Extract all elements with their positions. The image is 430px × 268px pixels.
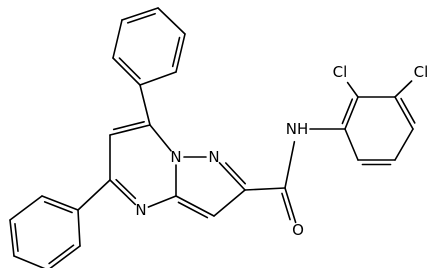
bond-pa3-pa4-inner bbox=[126, 12, 156, 24]
bond-c2-camide bbox=[244, 187, 286, 191]
bond-pb2-pb3 bbox=[9, 195, 43, 221]
bond-c7-pa1 bbox=[139, 84, 151, 126]
bond-c7-c6 bbox=[109, 124, 151, 136]
bond-c5-n4-inner bbox=[115, 178, 137, 200]
bond-pa3-pa4 bbox=[121, 7, 159, 21]
bond-pb6-pb1 bbox=[77, 209, 81, 247]
bond-camide-o bbox=[284, 187, 297, 224]
bond-pa1-pa2-inner bbox=[118, 57, 141, 80]
atom-label-n4: N bbox=[135, 201, 146, 219]
bond-da2-cl1 bbox=[346, 81, 359, 98]
bond-camide-nh bbox=[284, 140, 296, 189]
bond-pa4-pa5 bbox=[157, 7, 186, 35]
atom-label-cl2: Cl bbox=[414, 63, 429, 81]
atom-label-nh: NH bbox=[286, 120, 309, 138]
bond-da3-da4 bbox=[394, 96, 414, 130]
bond-pa1-pa2 bbox=[112, 57, 141, 86]
bond-pb5-pb6-inner bbox=[48, 244, 75, 265]
atom-label-n2: N bbox=[208, 148, 219, 166]
bond-pb3-pb4-inner bbox=[14, 223, 19, 252]
bond-c2-c3 bbox=[213, 189, 246, 217]
bond-da1-da2 bbox=[344, 96, 359, 130]
bond-pb5-pb6 bbox=[49, 245, 81, 268]
bond-pb1-pb2-inner bbox=[43, 201, 73, 214]
bond-c5-n4 bbox=[109, 179, 137, 206]
atom-label-o: O bbox=[292, 221, 304, 239]
bond-layer bbox=[9, 7, 416, 268]
bond-da1-da2-inner bbox=[341, 98, 354, 125]
bond-pa5-pa6 bbox=[175, 33, 186, 73]
bond-da4-da5 bbox=[394, 128, 414, 161]
bond-pa5-pa6-inner bbox=[171, 36, 181, 68]
bond-da6-da1 bbox=[344, 128, 359, 161]
bond-da3-da4-inner bbox=[400, 97, 416, 124]
bond-pa2-pa3 bbox=[112, 19, 123, 59]
bond-c5-pb1 bbox=[77, 179, 111, 211]
atom-label-cl1: Cl bbox=[333, 63, 348, 81]
bond-pb1-pb2 bbox=[41, 195, 79, 211]
bond-c3-c3a bbox=[175, 195, 215, 217]
bond-n2-c2 bbox=[218, 162, 246, 191]
atom-label-n_bridge: N bbox=[170, 148, 181, 166]
bond-n2-c2-inner bbox=[225, 162, 247, 185]
bond-da3-cl2 bbox=[394, 80, 413, 98]
bond-c3-c3a-inner bbox=[177, 201, 209, 219]
bond-pb4-pb5 bbox=[13, 255, 46, 268]
bond-c7-c6-inner bbox=[112, 121, 145, 131]
bond-pa6-pa1 bbox=[139, 71, 177, 86]
bond-pb3-pb4 bbox=[9, 219, 15, 257]
bond-camide-o-inner bbox=[281, 192, 291, 221]
bond-n4-c3a bbox=[147, 195, 177, 208]
bond-n_bridge-c7 bbox=[149, 124, 172, 152]
